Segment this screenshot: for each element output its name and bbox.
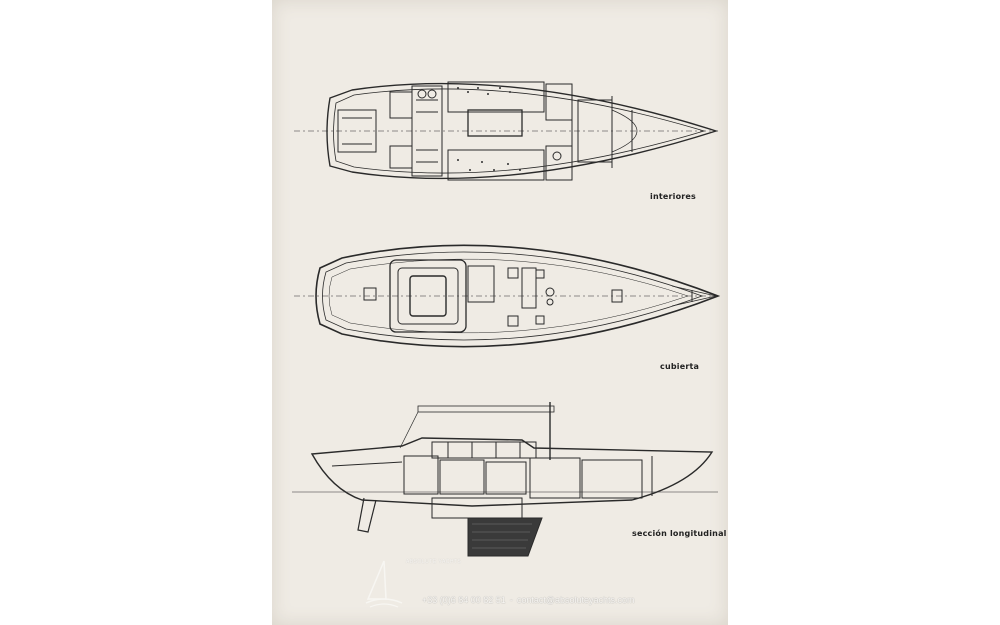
- watermark-separator: -: [509, 595, 513, 605]
- sailboat-plans: [292, 81, 721, 557]
- watermark-contact: +33 (0)6 84 00 82 51-contact@absoluteyac…: [422, 595, 635, 605]
- deck-plan-caption: cubierta: [660, 362, 700, 371]
- watermark: ABSOLUTE YACHTS +33 (0)6 84 00 82 51-con…: [362, 555, 682, 615]
- brochure-page: interiores cubierta sección longitudinal…: [272, 0, 728, 625]
- longitudinal-section-drawing: [292, 402, 718, 557]
- watermark-email: contact@absoluteyachts.com: [516, 595, 635, 605]
- sailboat-logo-icon: [365, 560, 403, 608]
- watermark-phone: +33 (0)6 84 00 82 51: [422, 595, 506, 605]
- interior-plan-caption: interiores: [650, 192, 697, 201]
- longitudinal-section-caption: sección longitudinal: [632, 529, 727, 538]
- interior-plan-drawing: [294, 81, 719, 181]
- deck-plan-drawing: [294, 244, 721, 348]
- watermark-brand: ABSOLUTE YACHTS: [406, 559, 462, 565]
